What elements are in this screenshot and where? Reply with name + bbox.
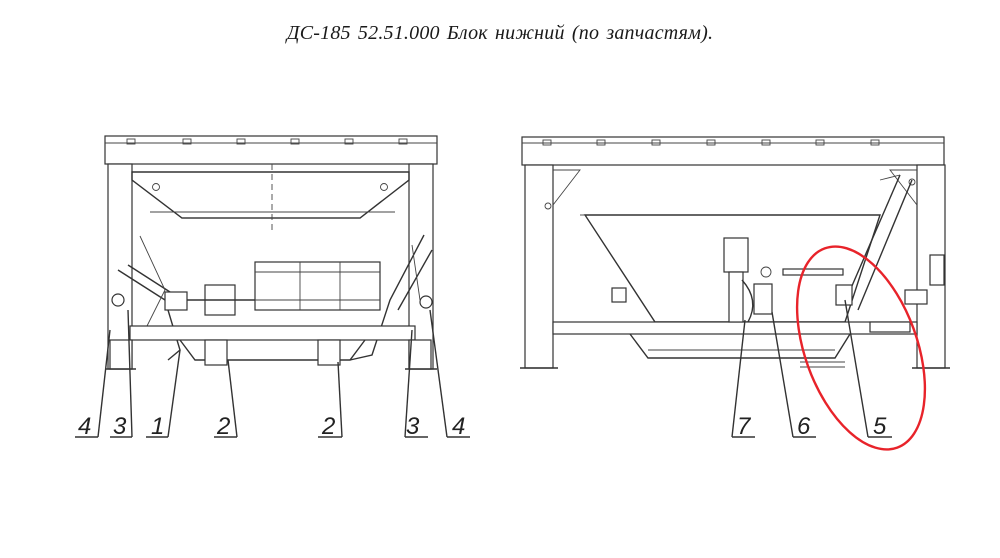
left-view	[104, 135, 438, 370]
callout-left-4: 2	[214, 359, 238, 440]
left-top-tabs	[126, 138, 408, 145]
right-top-tabs	[542, 139, 880, 146]
callout-left-2: 3	[110, 309, 133, 440]
callout-left-1: 4	[75, 329, 111, 440]
callout-label: 7	[737, 413, 752, 440]
callout-left-5: 2	[318, 361, 343, 440]
callout-label: 1	[151, 413, 164, 440]
highlight-ellipse	[795, 245, 927, 451]
left-drum	[254, 261, 381, 311]
right-column-left	[524, 164, 554, 369]
right-view	[520, 136, 950, 369]
callout-right-1: 7	[731, 319, 755, 440]
callout-label: 2	[216, 413, 230, 440]
page-title: ДС-185 52.51.000 Блок нижний (по запчаст…	[286, 22, 714, 44]
callouts-right: 7 6 5	[731, 299, 892, 440]
callout-label: 6	[797, 413, 811, 440]
callout-right-2: 6	[771, 311, 816, 440]
right-top-beam	[521, 136, 945, 166]
callout-left-7: 4	[429, 309, 470, 440]
left-column-left	[107, 163, 133, 370]
left-hopper	[131, 171, 410, 219]
right-crossbeam	[552, 321, 918, 335]
left-top-beam	[104, 135, 438, 165]
callout-label: 5	[873, 413, 887, 440]
callout-label: 3	[113, 413, 127, 440]
callout-label: 4	[452, 413, 465, 440]
callout-left-3: 1	[146, 349, 181, 440]
callout-label: 4	[78, 413, 91, 440]
left-crossbeam	[129, 325, 416, 341]
callouts-left: 4 3 1 2 2 3 4	[75, 309, 470, 440]
callout-right-3: 5	[844, 299, 892, 440]
callout-label: 3	[406, 413, 420, 440]
callout-label: 2	[321, 413, 335, 440]
callout-left-6: 3	[404, 329, 428, 440]
